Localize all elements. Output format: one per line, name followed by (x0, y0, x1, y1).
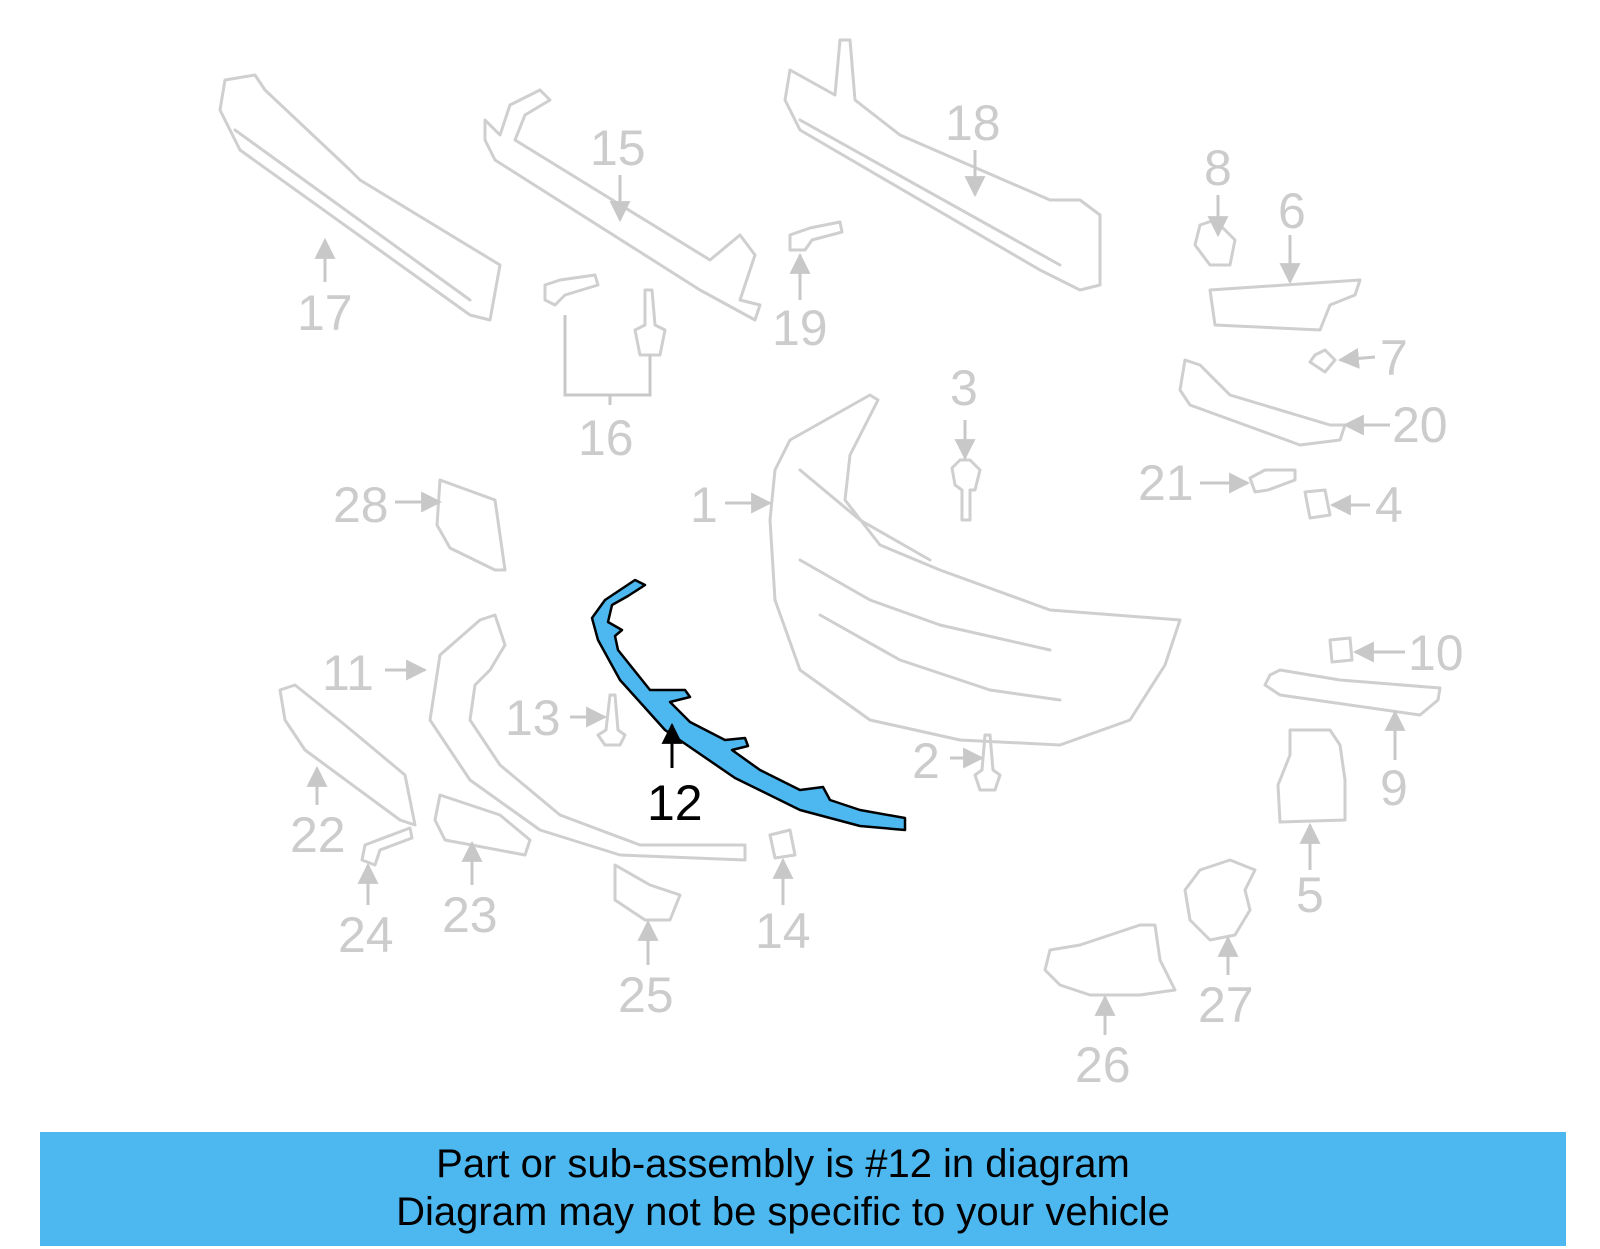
part-15-reinforcement-bar (483, 88, 762, 322)
callout-8: 8 (1204, 140, 1232, 196)
callout-19: 19 (772, 300, 828, 356)
part-1-bumper-cover (768, 393, 1182, 747)
part-22-grille (278, 683, 417, 827)
info-banner: Part or sub-assembly is #12 in diagram D… (40, 1132, 1566, 1246)
part-20-bracket (1178, 358, 1347, 447)
callout-26: 26 (1075, 1037, 1131, 1093)
callout-25: 25 (618, 967, 674, 1023)
part-24-screw (360, 826, 414, 867)
part-13-bolt (596, 693, 627, 747)
part-21-screw (1248, 468, 1297, 494)
callout-21: 21 (1138, 455, 1194, 511)
callout-labels: 17 15 18 19 16 8 6 7 20 3 21 4 1 28 10 9… (290, 95, 1464, 1093)
banner-disclaimer: Diagram may not be specific to your vehi… (396, 1190, 1170, 1234)
callout-28: 28 (333, 477, 389, 533)
part-10-clip (1328, 636, 1354, 664)
part-8-clip (1193, 218, 1237, 267)
part-2-bolt (973, 733, 1002, 792)
callout-7: 7 (1380, 330, 1408, 386)
part-7-screw (1308, 348, 1337, 374)
part-9-trim-strip (1263, 668, 1442, 717)
part-11-lower-trim (428, 613, 747, 862)
callout-27: 27 (1198, 977, 1254, 1033)
callout-3: 3 (950, 360, 978, 416)
part-26-air-duct (1043, 923, 1177, 997)
callout-15: 15 (590, 120, 646, 176)
part-18-bumper-beam (783, 38, 1102, 292)
callout-13: 13 (505, 690, 561, 746)
callout-6: 6 (1278, 183, 1306, 239)
callout-12-highlighted: 12 (647, 775, 703, 831)
part-6-bracket (1208, 278, 1362, 332)
part-16-fasteners (543, 273, 667, 405)
part-25-bracket (613, 863, 682, 922)
callout-24: 24 (338, 907, 394, 963)
part-17-energy-absorber (218, 73, 502, 322)
callout-14: 14 (755, 903, 811, 959)
callout-23: 23 (442, 887, 498, 943)
part-14-clip (768, 828, 797, 860)
leader-lines (306, 150, 1406, 1035)
banner-part-note: Part or sub-assembly is #12 in diagram (436, 1142, 1130, 1186)
callout-11: 11 (322, 645, 374, 701)
callout-4: 4 (1375, 477, 1403, 533)
part-5-cover (1276, 728, 1347, 824)
callout-1: 1 (690, 477, 718, 533)
callout-22: 22 (290, 807, 346, 863)
part-12-highlighted-trim[interactable] (590, 578, 907, 832)
callout-17: 17 (297, 285, 353, 341)
part-4-nut (1303, 488, 1332, 520)
callout-9: 9 (1380, 760, 1408, 816)
part-23-bracket (433, 793, 532, 857)
callout-10: 10 (1408, 625, 1464, 681)
callout-18: 18 (945, 95, 1001, 151)
callout-20: 20 (1392, 397, 1448, 453)
part-27-bracket (1183, 858, 1257, 942)
callout-5: 5 (1296, 867, 1324, 923)
part-19-bolt (788, 220, 844, 252)
part-3-push-pin (950, 458, 982, 522)
callout-16: 16 (578, 410, 634, 466)
part-28-license-bracket (435, 478, 507, 572)
callout-2: 2 (912, 733, 940, 789)
